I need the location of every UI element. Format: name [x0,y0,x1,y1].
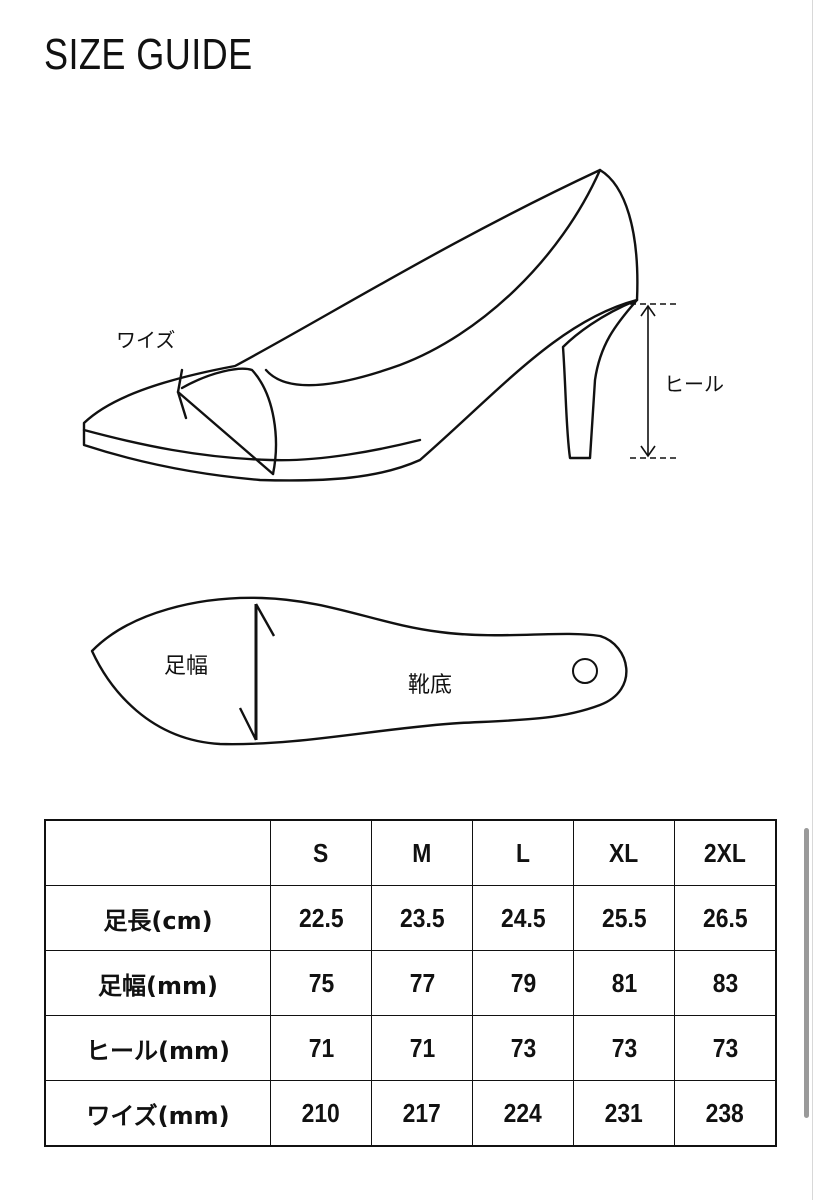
column-header: L [472,819,574,886]
shoe-width-band [180,367,278,476]
shoe-heel [561,298,639,460]
insole-outline [90,596,628,746]
table-cell: 83 [674,950,777,1016]
table-cell: 26.5 [674,885,777,951]
foot-width-label: 足幅 [164,654,209,679]
table-cell: 77 [371,950,473,1016]
table-cell: 81 [573,950,675,1016]
table-corner-cell [44,819,271,886]
table-cell: 210 [270,1080,372,1147]
table-cell: 224 [472,1080,574,1147]
row-label: 足長(cm) [44,885,271,951]
table-header-row: S M L XL 2XL [44,819,777,886]
shoe-sole-line [82,428,422,462]
column-header: XL [573,819,675,886]
heel-dimension [630,303,678,459]
sole-label: 靴底 [408,673,453,698]
wise-label: ワイズ [116,328,176,352]
table-cell: 25.5 [573,885,675,951]
table-row: ヒール(mm) 71 71 73 73 73 [44,1015,777,1081]
row-label: 足幅(mm) [44,950,271,1016]
row-label: ヒール(mm) [44,1015,271,1081]
size-table: S M L XL 2XL 足長(cm) 22.5 23.5 24.5 25.5 … [44,819,777,1147]
table-cell: 23.5 [371,885,473,951]
table-cell: 73 [674,1015,777,1081]
table-cell: 73 [472,1015,574,1081]
table-row: ワイズ(mm) 210 217 224 231 238 [44,1080,777,1147]
column-header: S [270,819,372,886]
page-title: SIZE GUIDE [44,30,253,79]
table-cell: 73 [573,1015,675,1081]
vertical-scrollbar[interactable] [804,828,809,1118]
row-label: ワイズ(mm) [44,1080,271,1147]
column-header: 2XL [674,819,777,886]
table-cell: 24.5 [472,885,574,951]
table-cell: 231 [573,1080,675,1147]
page-edge-divider [812,0,813,1200]
foot-width-arrow [238,603,276,741]
table-cell: 71 [270,1015,372,1081]
table-cell: 22.5 [270,885,372,951]
table-cell: 71 [371,1015,473,1081]
table-cell: 79 [472,950,574,1016]
table-row: 足長(cm) 22.5 23.5 24.5 25.5 26.5 [44,885,777,951]
heel-label: ヒール [664,372,724,396]
table-cell: 217 [371,1080,473,1147]
column-header: M [371,819,473,886]
table-cell: 75 [270,950,372,1016]
shoe-diagram [82,168,678,746]
table-cell: 238 [674,1080,777,1147]
table-row: 足幅(mm) 75 77 79 81 83 [44,950,777,1016]
shoe-collar [264,168,602,387]
